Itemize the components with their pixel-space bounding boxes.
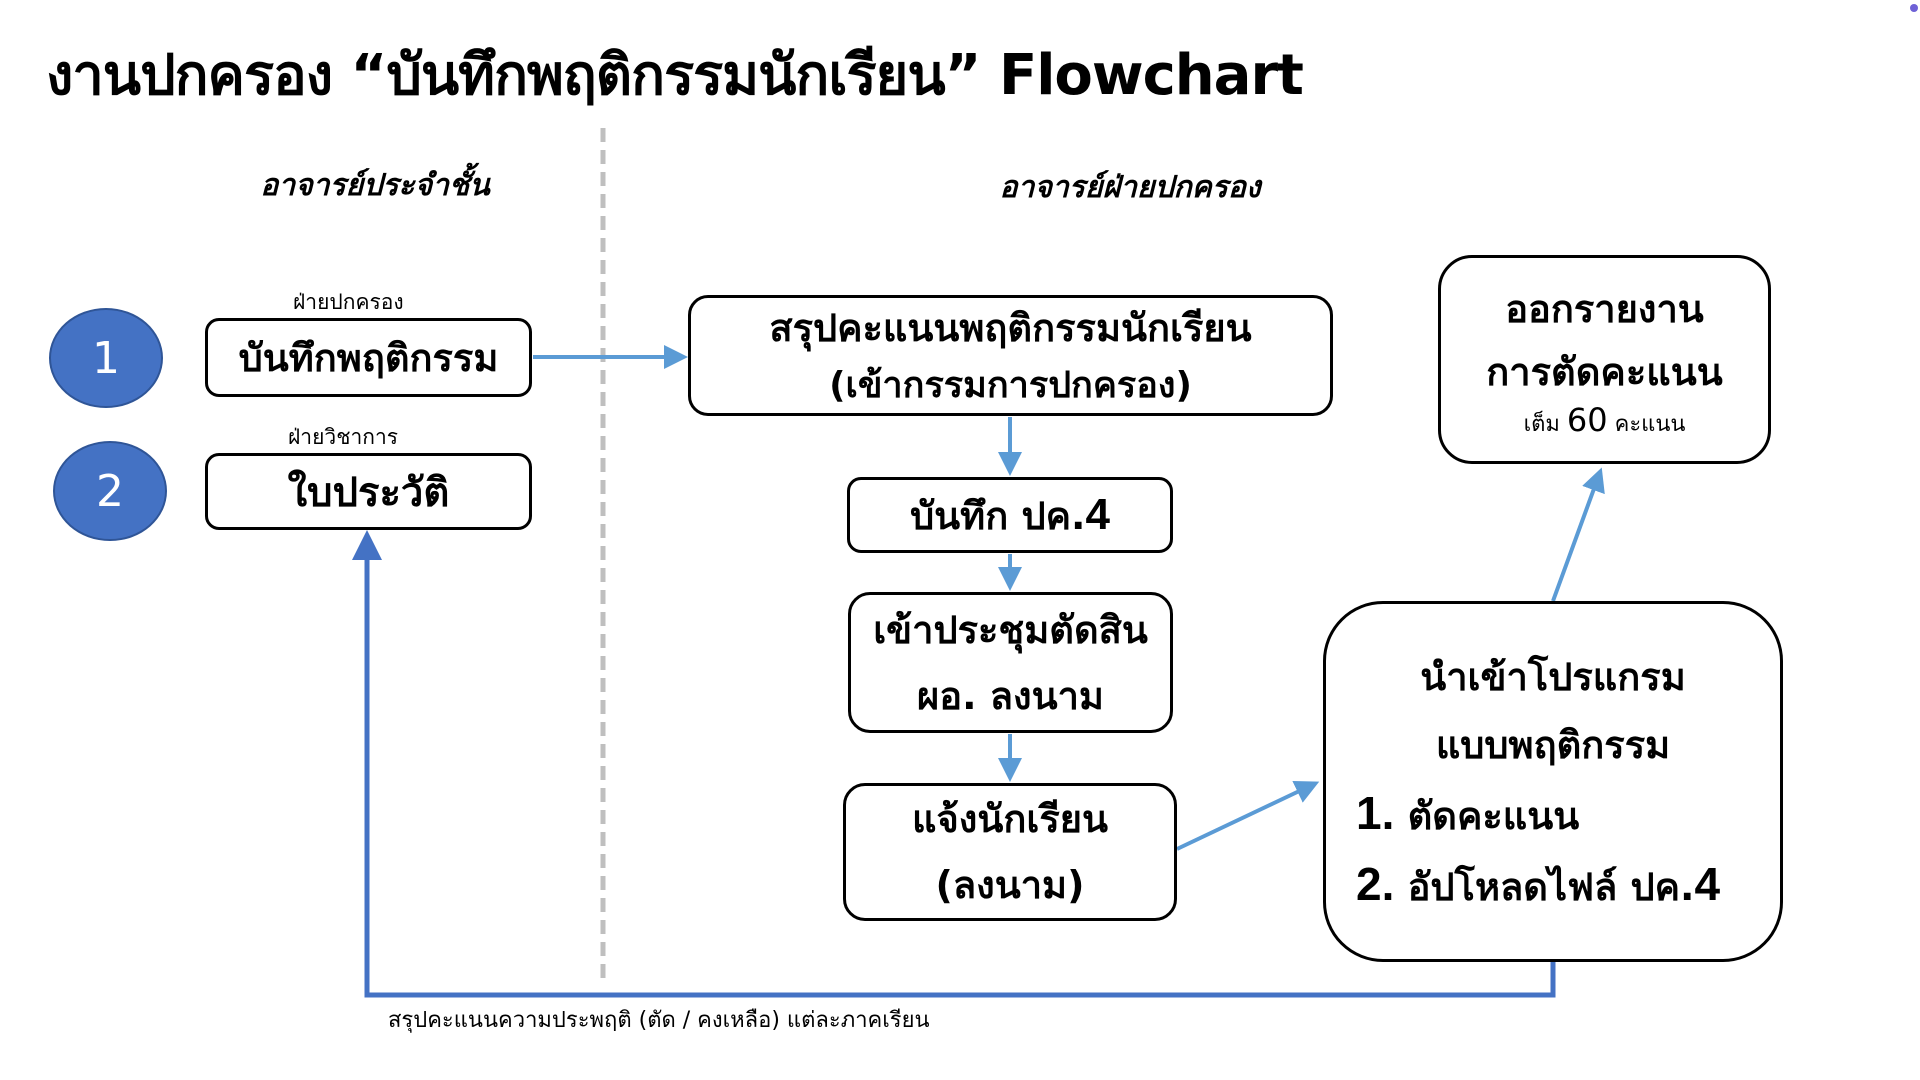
program-item-text: อัปโหลดไฟล์ ปค.	[1407, 864, 1695, 909]
summary-line2: (เข้ากรรมการปกครอง)	[829, 364, 1192, 406]
box-notify-student[interactable]: แจ้งนักเรียน (ลงนาม)	[843, 783, 1177, 921]
step-number-badge: 2	[53, 441, 167, 541]
program-item: 2. อัปโหลดไฟล์ ปค.4	[1326, 850, 1780, 921]
loop-caption: สรุปคะแนนความประพฤติ (ตัด / คงเหลือ) แต่…	[388, 1008, 930, 1033]
loop-back-line	[352, 530, 1556, 998]
box-score-report[interactable]: ออกรายงาน การตัดคะแนน เต็ม 60 คะแนน	[1438, 255, 1771, 464]
program-item: 1. ตัดคะแนน	[1326, 779, 1780, 850]
step-box-student-history[interactable]: ใบประวัติ	[205, 453, 532, 530]
step-box-behavior-record[interactable]: บันทึกพฤติกรรม	[205, 318, 532, 397]
report-line1: ออกรายงาน	[1505, 287, 1704, 331]
arrow-notify-to-program	[1176, 781, 1320, 851]
lane-header-discipline: อาจารย์ฝ่ายปกครอง	[999, 170, 1261, 205]
meeting-line1: เข้าประชุมตัดสิน	[873, 607, 1148, 652]
program-item-text: ตัดคะแนน	[1407, 793, 1580, 838]
step-number-badge: 1	[49, 308, 163, 408]
step-dept-label: ฝ่ายวิชาการ	[288, 425, 399, 449]
report-line2: การตัดคะแนน	[1486, 350, 1723, 394]
box-meeting[interactable]: เข้าประชุมตัดสิน ผอ. ลงนาม	[848, 592, 1173, 733]
step-number: 2	[96, 465, 124, 517]
arrow-program-to-report	[1551, 467, 1605, 602]
summary-line1: สรุปคะแนนพฤติกรรมนักเรียน	[769, 305, 1252, 350]
program-line1: นำเข้าโปรแกรม	[1420, 654, 1686, 699]
notify-line2: (ลงนาม)	[935, 863, 1085, 907]
report-note-prefix: เต็ม	[1523, 412, 1560, 437]
box-score-summary[interactable]: สรุปคะแนนพฤติกรรมนักเรียน (เข้ากรรมการปก…	[688, 295, 1333, 416]
program-line2: แบบพฤติกรรม	[1435, 722, 1671, 767]
record-text: บันทึก ปค.	[910, 493, 1086, 538]
report-note-suffix: คะแนน	[1614, 412, 1686, 437]
step-dept-label: ฝ่ายปกครอง	[293, 290, 404, 314]
box-import-program[interactable]: นำเข้าโปรแกรม แบบพฤติกรรม 1. ตัดคะแนน 2.…	[1323, 601, 1783, 962]
program-item-num: 2.	[1356, 857, 1395, 910]
indicator-dot	[1910, 4, 1918, 12]
lane-header-homeroom: อาจารย์ประจำชั้น	[260, 168, 490, 203]
step-number: 1	[92, 332, 120, 384]
program-item-suffix: 4	[1694, 857, 1721, 910]
report-note: เต็ม 60 คะแนน	[1524, 402, 1686, 443]
report-note-value: 60	[1566, 401, 1608, 439]
program-item-num: 1.	[1356, 786, 1395, 839]
notify-line1: แจ้งนักเรียน	[912, 797, 1108, 841]
step-label: บันทึกพฤติกรรม	[238, 336, 499, 380]
box-record-form[interactable]: บันทึก ปค.4	[847, 477, 1173, 553]
meeting-line2: ผอ. ลงนาม	[917, 673, 1104, 718]
step-label: ใบประวัติ	[287, 469, 450, 516]
record-num: 4	[1085, 489, 1110, 539]
page-title: งานปกครอง “บันทึกพฤติกรรมนักเรียน” Flowc…	[46, 43, 1304, 108]
